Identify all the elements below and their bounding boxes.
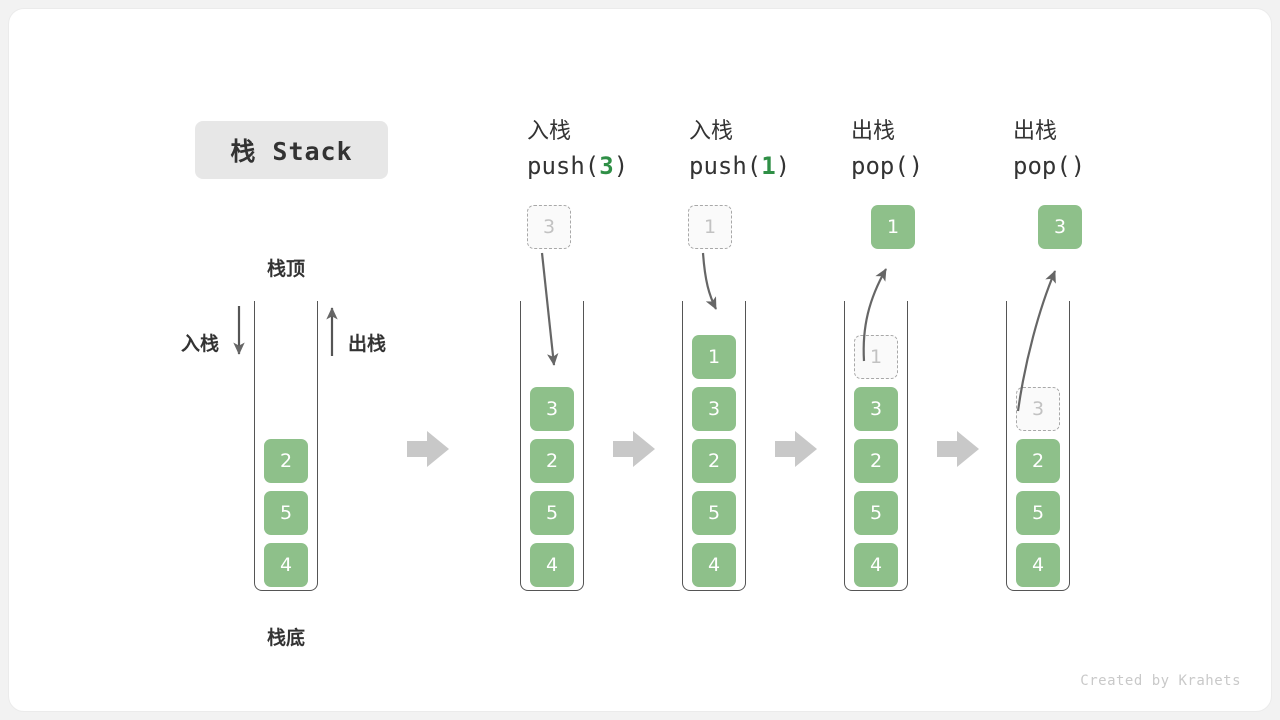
stack-element: 4 xyxy=(530,543,574,587)
stack-element: 2 xyxy=(264,439,308,483)
stack-element: 1 xyxy=(692,335,736,379)
stack-column-pop-3: 3 2 5 4 xyxy=(1006,301,1070,591)
stack-container xyxy=(682,301,746,591)
stack-element: 3 xyxy=(854,387,898,431)
code-arg: 3 xyxy=(599,152,614,180)
code-close: ) xyxy=(613,152,629,180)
column-header-push-3: 入栈 push(3) xyxy=(527,115,707,183)
column-header-code: push(1) xyxy=(689,149,869,183)
pending-push-element-1: 1 xyxy=(688,205,732,249)
stack-element: 4 xyxy=(854,543,898,587)
column-header-pop-1: 出栈 pop() xyxy=(851,115,1031,183)
stack-element: 4 xyxy=(1016,543,1060,587)
column-header-code: pop() xyxy=(851,149,1031,183)
stack-element: 4 xyxy=(692,543,736,587)
stack-element: 5 xyxy=(530,491,574,535)
code-op: push( xyxy=(689,152,762,180)
stack-element: 2 xyxy=(854,439,898,483)
stack-container xyxy=(254,301,318,591)
code-close: ) xyxy=(1070,152,1086,180)
column-header-push-1: 入栈 push(1) xyxy=(689,115,869,183)
stack-element: 2 xyxy=(1016,439,1060,483)
stack-element: 5 xyxy=(264,491,308,535)
diagram-card: 栈 Stack 栈顶 栈底 入栈 出栈 入栈 push(3) 入栈 push(1… xyxy=(8,8,1272,712)
stack-column-push-3: 3 2 5 4 xyxy=(520,301,584,591)
column-header-code: push(3) xyxy=(527,149,707,183)
column-header-pop-3: 出栈 pop() xyxy=(1013,115,1193,183)
stack-column-pop-1: 1 3 2 5 4 xyxy=(844,301,908,591)
column-header-title: 入栈 xyxy=(689,119,734,144)
code-close: ) xyxy=(908,152,924,180)
stack-container xyxy=(844,301,908,591)
column-header-title: 出栈 xyxy=(851,119,896,144)
stack-column-initial: 2 5 4 xyxy=(254,301,318,591)
stack-items: 3 2 5 4 xyxy=(1016,387,1060,587)
step-arrow-icon xyxy=(937,431,979,467)
stack-bottom-label: 栈底 xyxy=(267,627,306,649)
step-arrow-icon xyxy=(407,431,449,467)
code-close: ) xyxy=(775,152,791,180)
stack-items: 1 3 2 5 4 xyxy=(692,335,736,587)
diagram-title-badge: 栈 Stack xyxy=(195,121,388,179)
stack-element: 4 xyxy=(264,543,308,587)
code-op: pop( xyxy=(1013,152,1071,180)
stack-element: 5 xyxy=(1016,491,1060,535)
stack-top-label: 栈顶 xyxy=(267,258,306,280)
stack-element-removed: 1 xyxy=(854,335,898,379)
stack-element: 3 xyxy=(530,387,574,431)
pending-push-element-3: 3 xyxy=(527,205,571,249)
code-op: pop( xyxy=(851,152,909,180)
pop-direction-label: 出栈 xyxy=(348,333,387,355)
stack-items: 3 2 5 4 xyxy=(530,387,574,587)
code-op: push( xyxy=(527,152,600,180)
stack-element: 5 xyxy=(692,491,736,535)
popped-element-3: 3 xyxy=(1038,205,1082,249)
push-direction-label: 入栈 xyxy=(181,333,220,355)
stack-items: 1 3 2 5 4 xyxy=(854,335,898,587)
code-arg: 1 xyxy=(761,152,776,180)
stack-element: 3 xyxy=(692,387,736,431)
stack-items: 2 5 4 xyxy=(264,439,308,587)
page-title: 栈 Stack xyxy=(230,137,353,166)
stack-container xyxy=(1006,301,1070,591)
column-header-code: pop() xyxy=(1013,149,1193,183)
step-arrow-icon xyxy=(613,431,655,467)
stack-element-removed: 3 xyxy=(1016,387,1060,431)
stack-element: 2 xyxy=(692,439,736,483)
popped-element-1: 1 xyxy=(871,205,915,249)
stack-column-push-1: 1 3 2 5 4 xyxy=(682,301,746,591)
attribution-footer: Created by Krahets xyxy=(1080,673,1241,689)
column-header-title: 出栈 xyxy=(1013,119,1058,144)
column-header-title: 入栈 xyxy=(527,119,572,144)
stack-element: 5 xyxy=(854,491,898,535)
step-arrow-icon xyxy=(775,431,817,467)
stack-container xyxy=(520,301,584,591)
stack-element: 2 xyxy=(530,439,574,483)
